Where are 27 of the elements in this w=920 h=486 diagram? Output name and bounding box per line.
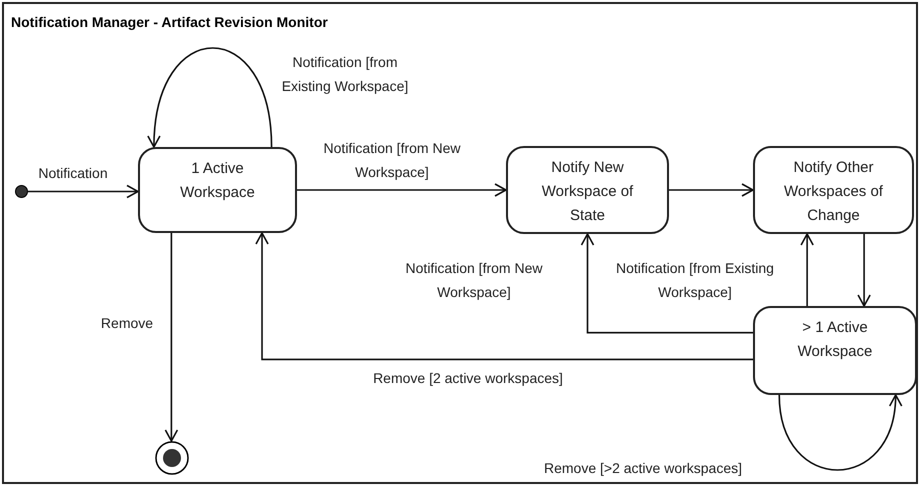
transition-arrow xyxy=(28,184,139,198)
edge-label: Remove [>2 active workspaces] xyxy=(542,459,744,478)
state-name: > 1 Active Workspace xyxy=(796,318,874,362)
edge-label: Notification [from Existing Workspace] xyxy=(615,259,775,302)
state-box xyxy=(138,147,297,233)
edge-label: Notification [from New Workspace] xyxy=(404,259,544,302)
transition-arrow xyxy=(297,183,507,197)
transition-arrow xyxy=(857,234,871,307)
state-box xyxy=(753,146,914,234)
transition-arrow xyxy=(255,232,753,360)
edge-label: Notification xyxy=(37,164,109,183)
transition-arrow xyxy=(800,233,814,306)
transition-arrow xyxy=(580,233,753,334)
edge-label: Notification [from Existing Workspace] xyxy=(280,53,410,96)
state-name: Notify Other Workspaces of Change xyxy=(783,158,884,226)
frame-title: Notification Manager - Artifact Revision Monitor xyxy=(11,13,328,32)
state-box xyxy=(753,306,917,395)
state-name: 1 Active Workspace xyxy=(179,159,256,203)
edge-label: Remove xyxy=(100,314,154,333)
transition-arrow xyxy=(669,183,754,197)
state-box xyxy=(506,146,669,234)
transition-arrow xyxy=(778,394,902,471)
edge-label: Notification [from New Workspace] xyxy=(322,139,462,182)
transition-arrow xyxy=(164,233,178,442)
state-name: Notify New Workspace of State xyxy=(540,158,634,226)
transition-arrow xyxy=(148,47,272,148)
edge-label: Remove [2 active workspaces] xyxy=(372,369,564,388)
